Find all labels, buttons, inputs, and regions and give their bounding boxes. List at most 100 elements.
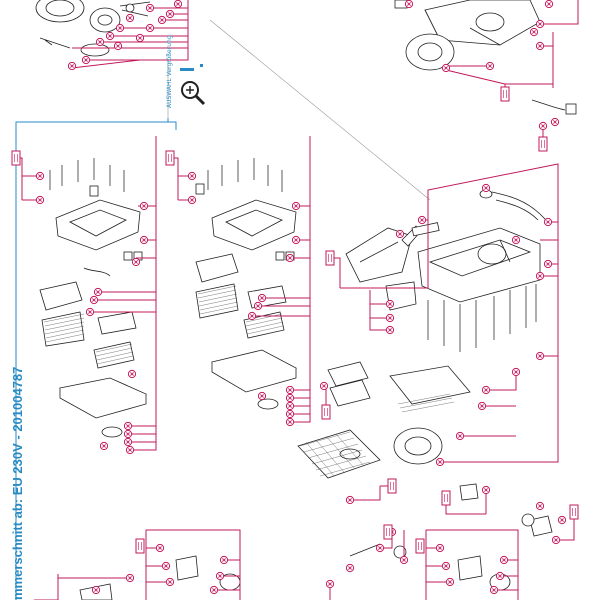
part-callout[interactable] [481, 385, 491, 395]
part-callout[interactable] [157, 15, 167, 25]
part-callout[interactable] [91, 585, 101, 595]
part-callout[interactable] [481, 485, 491, 495]
part-tag[interactable] [569, 504, 579, 520]
part-callout[interactable] [499, 555, 509, 565]
part-tag[interactable] [383, 524, 393, 540]
part-callout[interactable] [285, 417, 295, 427]
part-callout[interactable] [511, 235, 521, 245]
part-callout[interactable] [257, 293, 267, 303]
part-callout[interactable] [455, 431, 465, 441]
part-callout[interactable] [291, 201, 301, 211]
part-callout[interactable] [319, 381, 329, 391]
part-tag[interactable] [415, 538, 425, 554]
part-callout[interactable] [173, 0, 183, 9]
part-tag[interactable] [387, 478, 397, 494]
part-callout[interactable] [165, 9, 175, 19]
part-callout[interactable] [385, 299, 395, 309]
part-callout[interactable] [285, 401, 295, 411]
part-callout[interactable] [543, 217, 553, 227]
part-callout[interactable] [345, 495, 355, 505]
part-callout[interactable] [375, 543, 385, 553]
part-callout[interactable] [35, 171, 45, 181]
part-callout[interactable] [125, 445, 135, 455]
part-callout[interactable] [219, 555, 229, 565]
part-callout[interactable] [285, 253, 295, 263]
part-callout[interactable] [535, 41, 545, 51]
part-callout[interactable] [529, 27, 539, 37]
part-callout[interactable] [538, 121, 548, 131]
part-callout[interactable] [535, 351, 545, 361]
part-callout[interactable] [99, 441, 109, 451]
part-callout[interactable] [345, 563, 355, 573]
part-callout[interactable] [155, 543, 165, 553]
part-callout[interactable] [81, 55, 91, 65]
part-callout[interactable] [253, 301, 263, 311]
part-callout[interactable] [139, 201, 149, 211]
part-tag[interactable] [11, 150, 21, 166]
part-tag[interactable] [321, 404, 331, 420]
part-callout[interactable] [489, 585, 499, 595]
part-callout[interactable] [125, 573, 135, 583]
part-callout[interactable] [285, 385, 295, 395]
part-callout[interactable] [123, 429, 133, 439]
part-callout[interactable] [535, 271, 545, 281]
part-tag[interactable] [500, 86, 510, 102]
part-callout[interactable] [325, 579, 335, 589]
part-callout[interactable] [161, 561, 171, 571]
part-callout[interactable] [535, 501, 545, 511]
part-callout[interactable] [67, 61, 77, 71]
part-callout[interactable] [187, 171, 197, 181]
part-callout[interactable] [399, 555, 409, 565]
part-tag[interactable] [325, 250, 335, 266]
part-callout[interactable] [131, 257, 141, 267]
part-callout[interactable] [544, 0, 554, 9]
part-tag[interactable] [165, 150, 175, 166]
part-callout[interactable] [485, 61, 495, 71]
part-callout[interactable] [85, 307, 95, 317]
part-callout[interactable] [113, 41, 123, 51]
part-callout[interactable] [291, 235, 301, 245]
part-callout[interactable] [125, 13, 135, 23]
zoom-in-icon[interactable] [180, 68, 206, 106]
part-callout[interactable] [105, 31, 115, 41]
part-callout[interactable] [115, 23, 125, 33]
part-callout[interactable] [557, 515, 567, 525]
part-callout[interactable] [165, 577, 175, 587]
part-callout[interactable] [139, 235, 149, 245]
part-callout[interactable] [435, 457, 445, 467]
part-callout[interactable] [445, 577, 455, 587]
part-callout[interactable] [135, 33, 145, 43]
part-callout[interactable] [495, 571, 505, 581]
part-callout[interactable] [247, 311, 257, 321]
part-callout[interactable] [285, 409, 295, 419]
part-callout[interactable] [209, 585, 219, 595]
part-callout[interactable] [441, 561, 451, 571]
part-tag[interactable] [135, 538, 145, 554]
part-callout[interactable] [477, 401, 487, 411]
part-callout[interactable] [127, 369, 137, 379]
part-callout[interactable] [89, 295, 99, 305]
part-callout[interactable] [481, 183, 491, 193]
part-tag[interactable] [538, 136, 548, 152]
part-callout[interactable] [257, 391, 267, 401]
part-callout[interactable] [551, 535, 561, 545]
part-callout[interactable] [187, 195, 197, 205]
part-callout[interactable] [93, 287, 103, 297]
part-callout[interactable] [441, 63, 451, 73]
part-callout[interactable] [385, 325, 395, 335]
part-tag[interactable] [441, 490, 451, 506]
part-callout[interactable] [95, 37, 105, 47]
part-callout[interactable] [417, 215, 427, 225]
part-callout[interactable] [35, 195, 45, 205]
part-callout[interactable] [285, 393, 295, 403]
part-callout[interactable] [145, 3, 155, 13]
part-callout[interactable] [123, 437, 133, 447]
part-callout[interactable] [395, 229, 405, 239]
part-callout[interactable] [435, 543, 445, 553]
part-callout[interactable] [215, 571, 225, 581]
part-callout[interactable] [511, 367, 521, 377]
part-callout[interactable] [145, 23, 155, 33]
part-callout[interactable] [404, 0, 414, 9]
part-callout[interactable] [543, 259, 553, 269]
part-callout[interactable] [535, 19, 545, 29]
